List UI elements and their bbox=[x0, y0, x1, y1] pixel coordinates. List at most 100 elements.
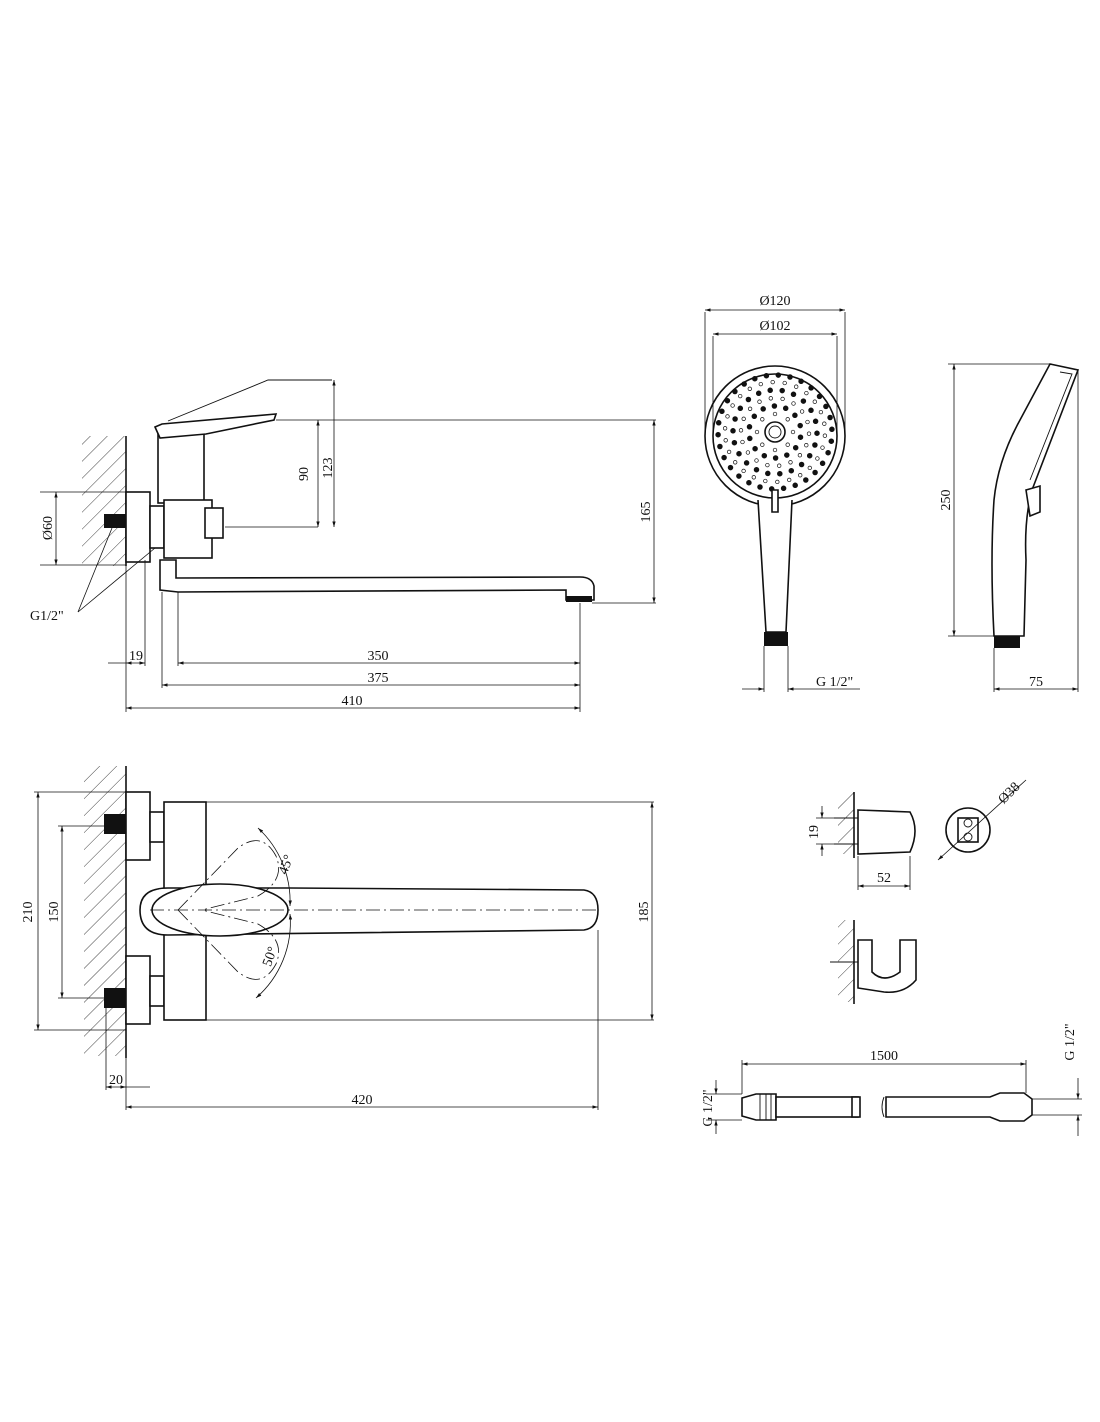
dim-410-label: 410 bbox=[342, 694, 363, 709]
nozzle-hole bbox=[741, 416, 746, 421]
nozzle-hole bbox=[806, 431, 812, 436]
wall-hatch-top bbox=[84, 766, 126, 1056]
nozzle-hole bbox=[757, 484, 763, 490]
nozzle-hole bbox=[823, 403, 829, 410]
dim-123-label: 123 bbox=[321, 458, 336, 479]
shower-holder: 19 52 Ø38 bbox=[807, 780, 1027, 1004]
nozzle-hole bbox=[775, 372, 782, 378]
shower-thread-label: G 1/2" bbox=[816, 675, 853, 690]
mixer-body bbox=[157, 432, 205, 504]
nozzle-hole bbox=[717, 443, 723, 450]
nozzle-hole bbox=[771, 403, 778, 409]
nozzle-hole bbox=[792, 482, 798, 489]
holder-cradle bbox=[857, 939, 917, 994]
nozzle-hole bbox=[727, 464, 734, 471]
wall-hatch bbox=[82, 436, 126, 566]
nozzle-hole bbox=[719, 408, 725, 415]
nozzle-hole bbox=[790, 391, 797, 398]
nozzle-hole bbox=[784, 452, 790, 458]
holder-dim-38-label: Ø38 bbox=[996, 780, 1024, 808]
dim-165-label: 165 bbox=[639, 502, 654, 523]
nozzle-hole bbox=[767, 387, 773, 394]
nozzle-hole bbox=[798, 461, 805, 468]
nozzle-hole bbox=[733, 460, 738, 465]
nozzle-hole bbox=[752, 375, 758, 382]
nozzle-hole bbox=[797, 422, 803, 429]
hose-thread-right-label: G 1/2" bbox=[1063, 1023, 1078, 1060]
holder-dim-52-label: 52 bbox=[877, 871, 891, 886]
nozzle-hole bbox=[732, 388, 738, 395]
hose-1500-label: 1500 bbox=[870, 1049, 898, 1064]
nozzle-hole bbox=[797, 453, 803, 458]
nozzle-hole bbox=[754, 458, 759, 463]
nozzle-hole bbox=[741, 381, 747, 387]
nozzle-hole bbox=[808, 385, 814, 391]
nozzle-hole bbox=[730, 403, 735, 408]
nozzle-hole bbox=[798, 473, 803, 478]
nozzle-hole bbox=[815, 456, 820, 461]
nozzle-hole bbox=[765, 470, 771, 477]
nozzle-hole bbox=[818, 409, 824, 415]
nozzle-hole bbox=[732, 416, 738, 422]
wall-flange bbox=[125, 491, 151, 563]
nozzle-hole bbox=[747, 406, 753, 411]
dim-90-label: 90 bbox=[297, 467, 312, 481]
nozzle-hole bbox=[777, 470, 783, 477]
dim-19-label: 19 bbox=[129, 649, 143, 664]
nozzle-hole bbox=[819, 460, 826, 467]
nozzle-pattern bbox=[715, 372, 835, 492]
dim-185-label: 185 bbox=[637, 902, 652, 923]
shower-head-front: Ø120 Ø102 G 1/2" bbox=[704, 294, 860, 692]
nozzle-hole bbox=[822, 433, 828, 438]
nozzle-hole bbox=[780, 485, 787, 492]
nozzle-hole bbox=[807, 465, 812, 471]
nozzle-hole bbox=[829, 426, 835, 433]
nozzle-hole bbox=[754, 429, 760, 435]
nozzle-hole bbox=[790, 429, 796, 435]
dim-375-label: 375 bbox=[368, 671, 389, 686]
nozzle-hole bbox=[722, 426, 728, 431]
nozzle-hole bbox=[715, 431, 721, 438]
nozzle-hole bbox=[755, 390, 762, 397]
nozzle-hole bbox=[782, 380, 787, 386]
nozzle-hole bbox=[777, 463, 782, 468]
nozzle-hole bbox=[785, 442, 790, 447]
dim-60-label: Ø60 bbox=[41, 516, 56, 540]
dim-210-label: 210 bbox=[21, 902, 36, 923]
nozzle-hole bbox=[808, 407, 814, 414]
nozzle-hole bbox=[788, 467, 795, 474]
shower-handle bbox=[757, 499, 793, 633]
dim-20-label: 20 bbox=[109, 1073, 123, 1088]
nozzle-hole bbox=[725, 414, 730, 419]
nozzle-hole bbox=[828, 438, 835, 444]
nozzle-hole bbox=[736, 450, 742, 457]
nozzle-hole bbox=[751, 475, 756, 480]
nozzle-hole bbox=[738, 393, 743, 399]
nozzle-hole bbox=[721, 454, 727, 461]
nozzle-hole bbox=[730, 428, 736, 434]
nozzle-hole bbox=[785, 417, 790, 422]
hose-body-right bbox=[885, 1092, 1033, 1122]
nozzle-hole bbox=[775, 479, 780, 485]
nozzle-hole bbox=[805, 419, 810, 425]
nozzle-hole bbox=[804, 443, 809, 448]
dim-150-label: 150 bbox=[47, 902, 62, 923]
nozzle-hole bbox=[746, 479, 752, 486]
nozzle-hole bbox=[772, 455, 779, 461]
angle-45-label: 45° bbox=[276, 853, 297, 877]
nozzle-hole bbox=[772, 411, 778, 417]
nozzle-hole bbox=[787, 477, 792, 483]
nozzle-hole bbox=[743, 460, 750, 466]
lever bbox=[153, 413, 278, 439]
nozzle-hole bbox=[745, 450, 751, 455]
holder-dim-19-label: 19 bbox=[807, 825, 822, 839]
angle-50-label: 50° bbox=[260, 945, 281, 969]
nozzle-hole bbox=[820, 445, 825, 450]
nozzle-hole bbox=[779, 387, 785, 394]
shower-hose: 1500 G 1/2" G 1/2" bbox=[701, 1023, 1082, 1136]
nozzle-hole bbox=[797, 434, 804, 440]
nozzle-hole bbox=[812, 469, 818, 476]
nozzle-hole bbox=[788, 460, 793, 465]
nozzle-hole bbox=[760, 406, 766, 412]
shower-head-side: 250 75 bbox=[939, 363, 1080, 692]
